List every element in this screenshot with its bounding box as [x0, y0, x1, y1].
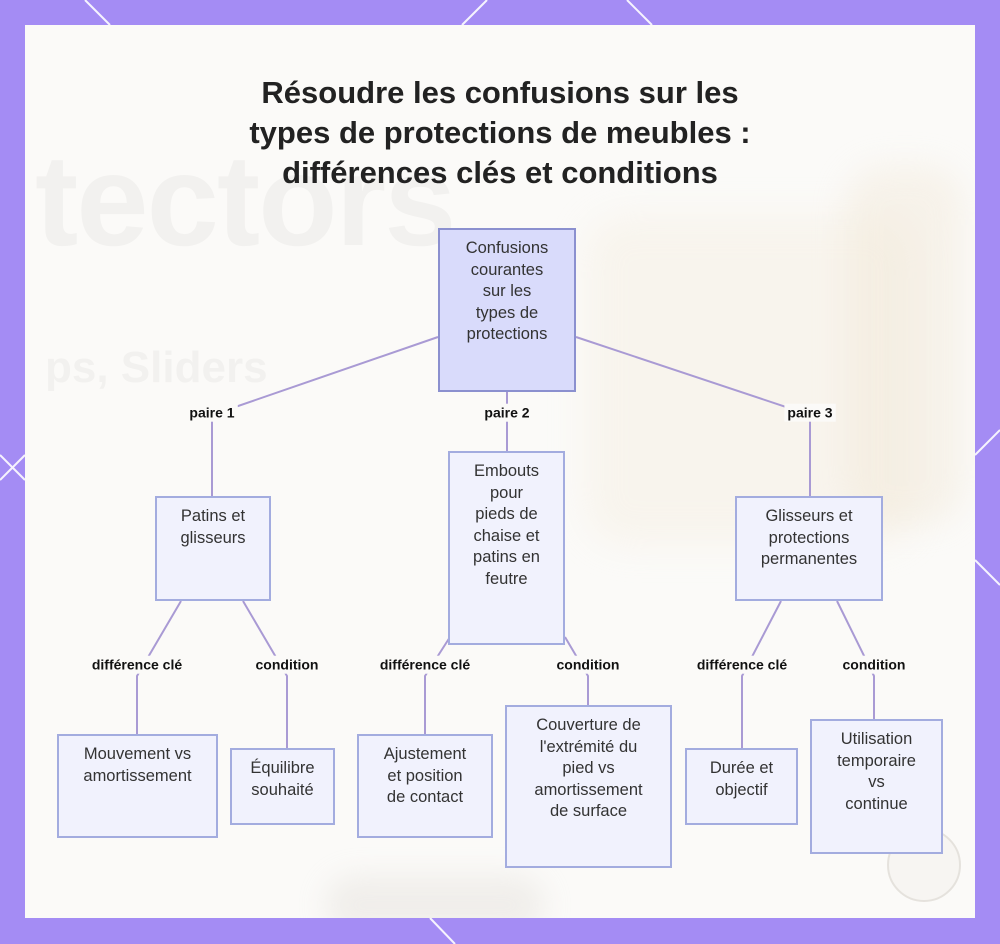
node-text-line: Équilibre — [250, 759, 315, 777]
node-text-line: pour — [489, 483, 524, 502]
edge-label-branch-2-bg — [481, 403, 533, 422]
node-text-line: permanentes — [760, 550, 858, 568]
node-text-line: de contact — [386, 788, 464, 806]
diagram-panel: tectors ps, Sliders Résoudre les confusi… — [25, 25, 975, 918]
leaf-node-3-2: Utilisation temporaire vs continue — [810, 719, 943, 854]
edge-label-branch-3-child-1-bg — [693, 655, 791, 674]
node-text-line: amortissement — [534, 780, 643, 799]
node-text-line: Glisseurs et — [765, 507, 853, 525]
edge-label-branch-3-child-1: différence clé — [697, 657, 787, 673]
node-text-line: glisseurs — [180, 528, 246, 547]
edge-label-branch-3: paire 3 — [787, 405, 832, 421]
background-subword: ps, Sliders — [45, 343, 268, 392]
node-text-line: Durée et — [709, 759, 774, 777]
edge-label-branch-2-child-2: condition — [557, 657, 620, 673]
node-text-line: amortissement — [83, 766, 192, 785]
diagram-edges: paire 1 différence clé condition paire 2 dif… — [88, 336, 909, 748]
edge-label-branch-1: paire 1 — [189, 405, 234, 421]
node-text-line: de surface — [549, 802, 628, 820]
edge-label-branch-1-child-1: différence clé — [92, 657, 182, 673]
background-blur-shape — [325, 875, 545, 918]
edge-branch-2-to-child-2 — [564, 636, 589, 705]
node-text-line: Ajustement — [383, 745, 467, 763]
edge-label-branch-1-child-1-bg — [88, 655, 186, 674]
leaf-node-2-2: Couverture de l'extrémité du pied vs amorti… — [505, 705, 672, 868]
title-line: Résoudre les confusions sur les — [261, 75, 739, 110]
edge-label-branch-3-child-2: condition — [843, 657, 906, 673]
node-text-line: types de — [475, 303, 539, 322]
node-text-line: courantes — [470, 260, 544, 279]
diagram-title: Résoudre les confusions sur les types de… — [25, 73, 975, 193]
node-text-line: continue — [845, 794, 908, 813]
edge-label-branch-3-bg — [784, 403, 836, 422]
node-text-line: Embouts — [473, 462, 540, 480]
node-text-line: vs — [868, 773, 885, 791]
edge-label-branch-1-child-2: condition — [256, 657, 319, 673]
edge-branch-1-to-child-2 — [242, 600, 288, 748]
edge-label-branch-2-child-2-bg — [553, 655, 623, 674]
node-text-line: Confusions — [465, 239, 549, 257]
node-text-line: Patins et — [180, 507, 246, 525]
edge-label-branch-1-child-2-bg — [252, 655, 322, 674]
node-text-line: sur les — [482, 282, 532, 300]
title-line: différences clés et conditions — [282, 155, 718, 190]
edge-label-branch-2: paire 2 — [484, 405, 529, 421]
node-text-line: pieds de — [475, 505, 538, 523]
node-text-line: patins en — [473, 548, 540, 566]
node-text-line: Mouvement vs — [83, 745, 192, 763]
node-text-line: souhaité — [251, 780, 314, 799]
edge-root-to-branch-3 — [575, 336, 811, 496]
node-text-line: objectif — [715, 780, 768, 799]
edge-root-to-branch-1 — [211, 336, 439, 496]
node-text-line: et position — [387, 766, 463, 785]
node-text-line: Couverture de — [536, 716, 641, 734]
node-text-line: feutre — [485, 569, 528, 588]
branch-node-3: Glisseurs et protections permanentes — [735, 496, 883, 601]
branch-node-1: Patins et glisseurs — [155, 496, 271, 601]
edge-branch-3-to-child-1 — [741, 600, 782, 748]
edge-branch-3-to-child-2 — [836, 600, 875, 719]
node-text-line: l'extrémité du — [539, 737, 638, 756]
leaf-node-3-1: Durée et objectif — [685, 748, 798, 825]
background-word: tectors — [35, 127, 456, 273]
node-text-line: protections — [768, 528, 850, 547]
branch-node-2: Embouts pour pieds de chaise et patins en feu… — [448, 451, 565, 645]
node-text-line: chaise et — [473, 526, 540, 545]
background-blur-shape — [585, 215, 915, 545]
leaf-node-2-1: Ajustement et position de contact — [357, 734, 493, 838]
node-text-line: Utilisation — [840, 730, 913, 748]
leaf-node-1-1: Mouvement vs amortissement — [57, 734, 218, 838]
background-blur-shape — [845, 165, 965, 525]
leaf-node-1-2: Équilibre souhaité — [230, 748, 335, 825]
title-line: types de protections de meubles : — [249, 115, 751, 150]
edge-label-branch-2-child-1: différence clé — [380, 657, 470, 673]
edge-label-branch-3-child-2-bg — [839, 655, 909, 674]
edge-branch-1-to-child-1 — [136, 600, 182, 734]
edge-label-branch-1-bg — [186, 403, 238, 422]
edge-branch-2-to-child-1 — [424, 636, 451, 734]
node-text-line: pied vs — [562, 759, 615, 777]
node-text-line: protections — [466, 325, 548, 343]
root-node: Confusions courantes sur les types de protec… — [438, 228, 576, 392]
node-text-line: temporaire — [837, 751, 916, 770]
edge-label-branch-2-child-1-bg — [376, 655, 474, 674]
